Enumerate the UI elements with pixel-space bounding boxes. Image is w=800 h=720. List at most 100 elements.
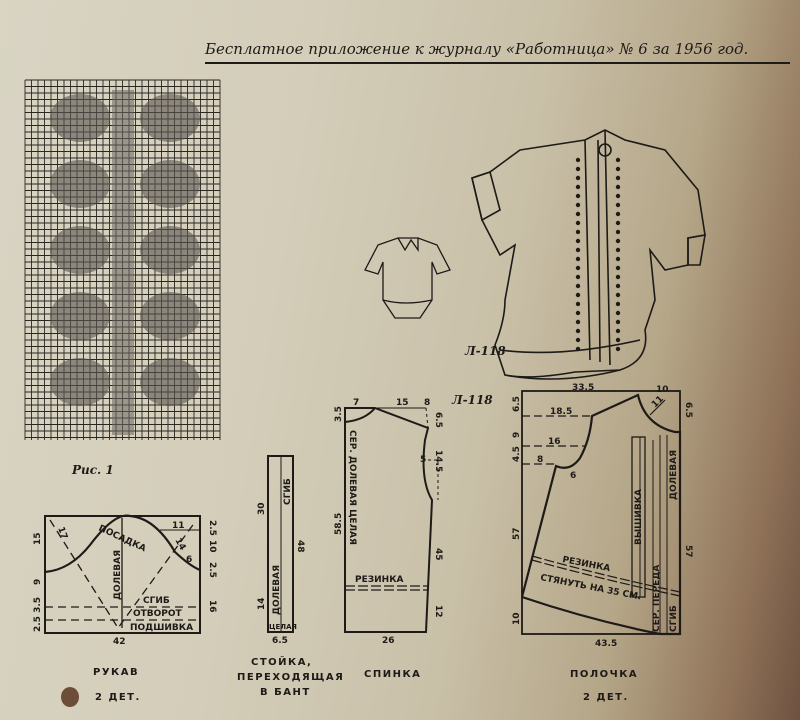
dim: 10	[656, 385, 669, 395]
front-gather-label: СТЯНУТЬ НА 35 СМ.	[539, 573, 642, 602]
sleeve-name: РУКАВ	[93, 667, 139, 678]
dim: 58.5	[334, 513, 344, 535]
dim: 12	[433, 605, 443, 618]
embroidery-dot	[615, 265, 621, 271]
embroidery-dot	[615, 247, 621, 253]
embroidery-dot	[615, 310, 621, 316]
embroidery-dot	[575, 193, 581, 199]
collar-grain-label: ДОЛЕВАЯ	[272, 565, 282, 615]
flower-motif	[50, 94, 110, 142]
sleeve-count: 2 ДЕТ.	[95, 692, 141, 703]
dim: 14.5	[433, 450, 443, 472]
collar-name: В БАНТ	[260, 687, 311, 698]
stain	[61, 687, 79, 707]
figure-caption: Рис. 1	[71, 463, 114, 477]
flower-motif	[50, 226, 110, 274]
model-code-pattern: Л-118	[451, 393, 493, 407]
embroidery-dot	[615, 328, 621, 334]
small-blouse-sketch	[364, 237, 451, 319]
dim: 42	[113, 637, 126, 647]
embroidery-dot	[615, 319, 621, 325]
embroidery-dot	[575, 175, 581, 181]
dim: 16	[548, 437, 561, 447]
collar-whole-label: ЦЕЛАЯ	[269, 623, 297, 631]
flower-motif	[140, 292, 200, 340]
embroidery-dot	[575, 184, 581, 190]
collar-pattern: СГИБ ДОЛЕВАЯ ЦЕЛАЯ 30 48 14 6.5 СТОЙКА, …	[237, 455, 344, 698]
embroidery-dot	[575, 346, 581, 352]
dim: 57	[683, 545, 693, 558]
embroidery-dot	[615, 256, 621, 262]
embroidery-dot	[575, 301, 581, 307]
dim: 2.5	[207, 562, 217, 578]
embroidery-dot	[615, 184, 621, 190]
flower-motif	[50, 160, 110, 208]
dim: 57	[512, 527, 522, 540]
flower-motif	[50, 292, 110, 340]
embroidery-dot	[575, 328, 581, 334]
sleeve-pattern: ПОСАДКА ДОЛЕВАЯ СГИБ ОТВОРОТ ПОДШИВКА 15…	[33, 514, 217, 703]
front-grain-label: ДОЛЕВАЯ	[669, 450, 679, 500]
back-grain-label: СЕР. ДОЛЕВАЯ ЦЕЛАЯ	[347, 430, 357, 545]
flower-motif	[50, 358, 110, 406]
back-pattern: СЕР. ДОЛЕВАЯ ЦЕЛАЯ РЕЗИНКА 7 15 8 3.5 6.…	[334, 398, 443, 680]
dim: 26	[382, 636, 395, 646]
sleeve-hem-label: ПОДШИВКА	[130, 623, 193, 633]
dim: 3.5	[334, 406, 344, 422]
dim: 8	[537, 455, 543, 465]
embroidery-dot	[615, 166, 621, 172]
sleeve-grain-label: ДОЛЕВАЯ	[113, 550, 123, 600]
front-name: ПОЛОЧКА	[570, 669, 638, 680]
dim: 6.5	[512, 396, 522, 412]
embroidery-dot	[575, 229, 581, 235]
dim: 10	[512, 612, 522, 625]
embroidery-dot	[615, 346, 621, 352]
dim: 2.5	[207, 520, 217, 536]
back-elastic-label: РЕЗИНКА	[355, 575, 404, 585]
embroidery-dot	[575, 310, 581, 316]
dim: 9	[33, 579, 43, 585]
dim: 33.5	[572, 383, 594, 393]
embroidery-dot	[575, 157, 581, 163]
flower-motif	[140, 358, 200, 406]
embroidery-dot	[615, 193, 621, 199]
large-blouse-sketch	[471, 129, 706, 380]
dim: 15	[396, 398, 409, 408]
front-count: 2 ДЕТ.	[583, 692, 629, 703]
dim: 8	[424, 398, 430, 408]
embroidery-dot	[575, 274, 581, 280]
embroidery-chart	[24, 79, 221, 440]
collar-name: ПЕРЕХОДЯЩАЯ	[237, 672, 344, 683]
collar-fold-label: СГИБ	[283, 478, 293, 505]
flower-motif	[140, 94, 200, 142]
dim: 5	[420, 455, 426, 465]
embroidery-dot	[615, 157, 621, 163]
embroidery-dot	[575, 211, 581, 217]
dim: 6.5	[272, 636, 288, 646]
dim: 30	[257, 502, 267, 515]
front-elastic-label: РЕЗИНКА	[561, 555, 611, 574]
front-embroidery-label: ВЫШИВКА	[634, 489, 644, 545]
dim: 6.5	[683, 402, 693, 418]
dim: 43.5	[595, 639, 617, 649]
embroidery-dot	[575, 202, 581, 208]
collar-name: СТОЙКА,	[251, 655, 312, 668]
dim: 7	[353, 398, 359, 408]
embroidery-dot	[615, 175, 621, 181]
dim: 18.5	[550, 407, 572, 417]
dim: 11	[650, 394, 666, 410]
dim: 17	[55, 526, 69, 541]
model-code-sketch: Л-118	[464, 344, 506, 358]
flower-motif	[140, 226, 200, 274]
front-fold-label: СГИБ	[669, 605, 679, 632]
embroidery-dot	[575, 220, 581, 226]
dim: 10	[207, 540, 217, 553]
embroidery-dot	[575, 265, 581, 271]
front-center-label: СЕР. ПЕРЕДА	[652, 565, 662, 632]
dim: 6.5	[433, 412, 443, 428]
dim: 9	[512, 432, 522, 438]
stem-motif	[112, 90, 134, 435]
embroidery-dot	[615, 283, 621, 289]
embroidery-dot	[575, 247, 581, 253]
